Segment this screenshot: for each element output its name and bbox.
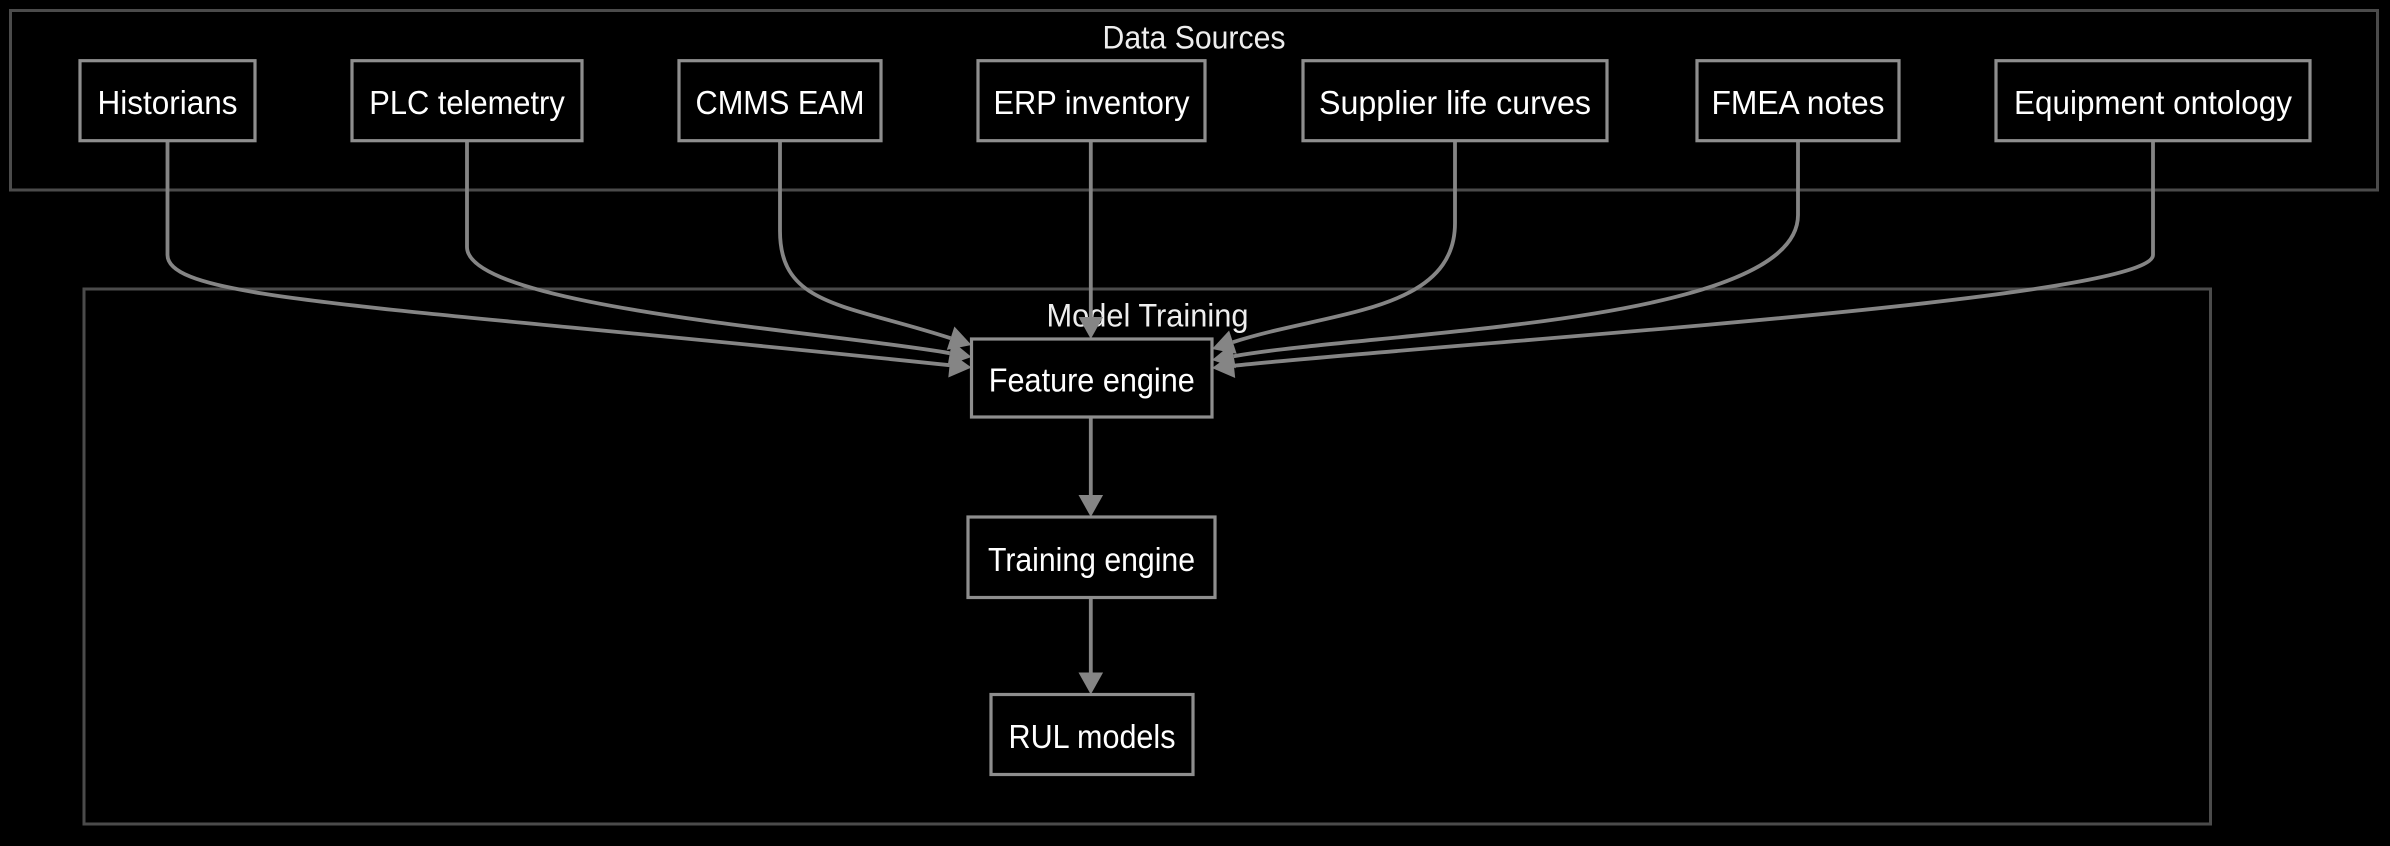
edge-erp-feature-arrowhead-icon <box>1078 317 1104 339</box>
node-feature-box <box>969 337 1214 419</box>
edge-fmea-feature-line <box>1233 140 1800 359</box>
node-feature-label: Feature engine <box>989 362 1195 399</box>
node-eo: Equipment ontology <box>1994 59 2312 143</box>
edge-historians-feature-arrowhead-icon <box>948 352 972 378</box>
edge-cmms-feature-line <box>778 140 952 341</box>
edge-historians-feature <box>165 140 972 378</box>
edge-layer <box>165 140 2155 695</box>
node-slc-box <box>1301 59 1609 143</box>
node-historians-box <box>78 59 257 143</box>
edge-plc-feature-line <box>465 140 951 356</box>
cluster-model-training: Model Training <box>82 287 2212 826</box>
edge-eo-feature <box>1212 140 2155 378</box>
cluster-data-sources: Data Sources <box>9 9 2379 192</box>
node-plc-label: PLC telemetry <box>369 84 565 121</box>
node-erp: ERP inventory <box>976 59 1207 143</box>
edge-eo-feature-arrowhead-icon <box>1212 353 1236 378</box>
node-eo-label: Equipment ontology <box>2014 84 2292 121</box>
edge-fmea-feature <box>1212 140 1800 369</box>
node-cmms-box <box>677 59 883 143</box>
edge-plc-feature <box>465 140 972 366</box>
node-training-box <box>966 515 1217 600</box>
edge-historians-feature-line <box>165 140 950 368</box>
node-slc: Supplier life curves <box>1301 59 1609 143</box>
node-fmea-box <box>1695 59 1901 143</box>
node-historians: Historians <box>78 59 257 143</box>
edge-training-rul <box>1078 597 1104 695</box>
node-rul: RUL models <box>989 692 1195 777</box>
edge-eo-feature-line <box>1233 140 2155 368</box>
edge-training-rul-arrowhead-icon <box>1078 672 1104 695</box>
node-cmms-label: CMMS EAM <box>696 84 865 121</box>
node-training-label: Training engine <box>988 541 1195 578</box>
edge-feature-training <box>1078 417 1104 517</box>
node-plc-box <box>350 59 584 143</box>
cluster-data-sources-border <box>9 9 2379 192</box>
edge-cmms-feature <box>778 140 972 350</box>
node-eo-box <box>1994 59 2312 143</box>
cluster-model-training-label: Model Training <box>1047 298 1249 334</box>
node-training: Training engine <box>966 515 1217 600</box>
edge-feature-training-arrowhead-icon <box>1078 495 1104 517</box>
node-fmea-label: FMEA notes <box>1712 84 1885 121</box>
node-slc-label: Supplier life curves <box>1319 84 1591 121</box>
node-rul-label: RUL models <box>1009 718 1176 755</box>
edge-slc-feature-line <box>1232 140 1457 345</box>
node-cmms: CMMS EAM <box>677 59 883 143</box>
node-rul-box <box>989 692 1195 777</box>
node-fmea: FMEA notes <box>1695 59 1901 143</box>
node-historians-label: Historians <box>98 84 238 121</box>
edge-erp-feature <box>1078 140 1104 339</box>
cluster-data-sources-label: Data Sources <box>1103 19 1286 55</box>
node-erp-box <box>976 59 1207 143</box>
node-plc: PLC telemetry <box>350 59 584 143</box>
cluster-model-training-border <box>82 287 2212 826</box>
node-erp-label: ERP inventory <box>994 84 1190 121</box>
node-feature: Feature engine <box>969 337 1214 419</box>
